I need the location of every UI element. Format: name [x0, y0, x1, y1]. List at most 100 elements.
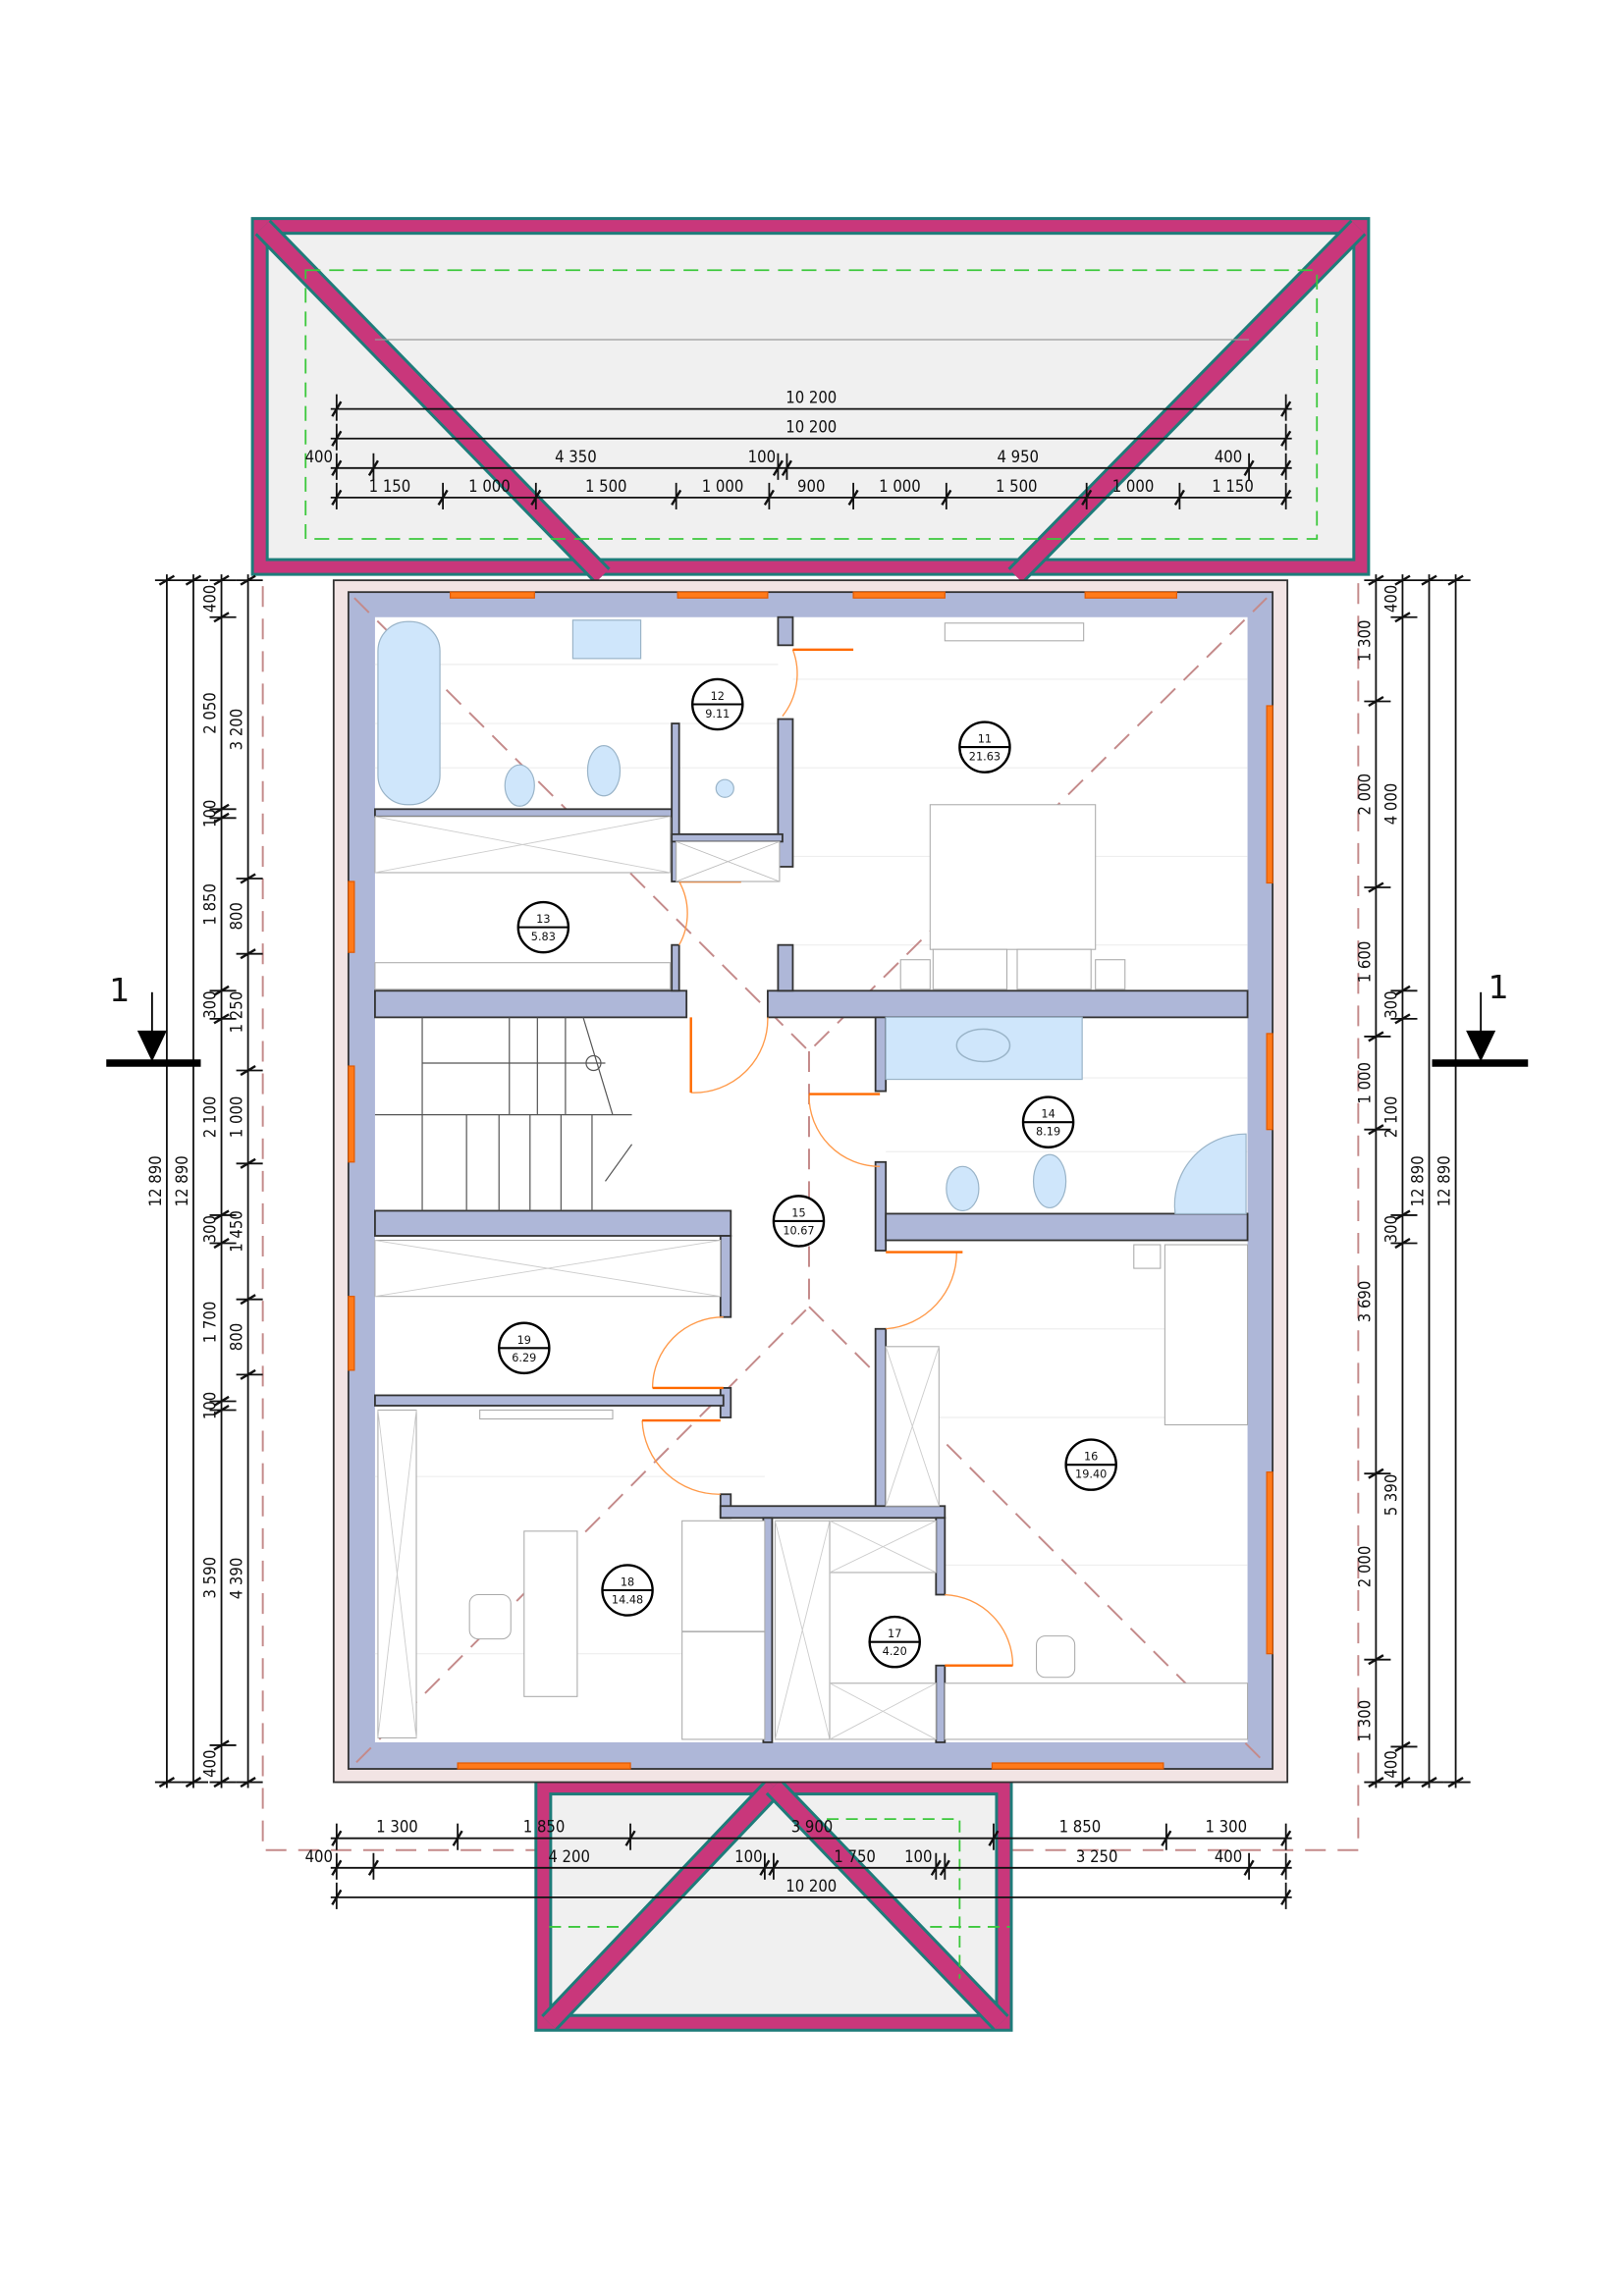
dimension-label: 100 [748, 448, 776, 466]
dimension-label: 3 200 [228, 709, 246, 751]
shower-drain [715, 778, 734, 798]
room-number: 19 [517, 1334, 531, 1347]
dimension-label: 400 [305, 1847, 333, 1866]
dimension-label: 400 [1381, 1750, 1400, 1778]
single-bed [1164, 1244, 1249, 1426]
dimension-label: 1 300 [1205, 1818, 1247, 1837]
dimension-label: 1 450 [228, 1210, 246, 1253]
dimension-label: 400 [201, 585, 220, 613]
roof-overhang-outline [261, 507, 1360, 1851]
room-number: 15 [791, 1206, 805, 1219]
dimension-label: 1 850 [201, 883, 220, 926]
room-tag: 11 21.63 [958, 721, 1011, 774]
dimension-label: 1 000 [1112, 477, 1155, 496]
section-label-left: 1 [109, 971, 130, 1009]
bathtub [377, 620, 441, 806]
dimension-label: 1 300 [1355, 1700, 1374, 1742]
room-area: 8.19 [1036, 1126, 1060, 1139]
dimension-label: 300 [201, 1215, 220, 1243]
dimension-label: 800 [228, 902, 246, 930]
windows [348, 591, 1273, 1770]
room-area: 10.67 [783, 1224, 814, 1237]
shower-cabin [1173, 1133, 1247, 1215]
dimension-label: 3 900 [791, 1818, 834, 1837]
room-number: 16 [1084, 1451, 1098, 1464]
room-number: 11 [978, 733, 992, 746]
dimension-label: 3 590 [201, 1557, 220, 1599]
dimension-label: 4 200 [548, 1847, 590, 1866]
room-tag: 129.11 [691, 677, 744, 731]
dimension-label: 5 390 [1381, 1474, 1400, 1517]
dimension-label: 1 300 [1355, 620, 1374, 663]
dimension-label: 1 000 [879, 477, 921, 496]
roof-bottom [534, 1778, 1013, 2032]
room-number: 12 [711, 690, 725, 703]
section-marker-right: 1 [1432, 968, 1529, 1067]
bidet [946, 1165, 980, 1212]
dimension-label: 10 200 [785, 389, 837, 407]
dimension-label: 400 [1215, 1847, 1242, 1866]
dimension-label: 12 890 [1435, 1155, 1454, 1206]
room-area: 21.63 [969, 751, 1001, 764]
interior-walls [374, 615, 1249, 1743]
dimension-label: 2 100 [1381, 1096, 1400, 1139]
room-tag: 174.20 [868, 1615, 921, 1669]
section-marker-left: 1 [106, 971, 201, 1067]
dimension-label: 900 [797, 477, 825, 496]
room-area: 5.83 [531, 931, 556, 943]
dimension-label: 4 350 [555, 448, 597, 466]
dimension-label: 1 000 [468, 477, 511, 496]
dimension-label: 1 150 [369, 477, 411, 496]
room-tags: 1121.63129.11135.83148.191510.671619.401… [498, 677, 1117, 1669]
roof-top [250, 217, 1371, 584]
dimension-label: 4 390 [228, 1558, 246, 1600]
office-chair [468, 1593, 512, 1640]
dimension-label: 4 000 [1381, 783, 1400, 826]
dimension-label: 1 850 [523, 1818, 566, 1837]
dimension-label: 12 890 [146, 1155, 165, 1206]
dimension-label: 2 000 [1355, 1546, 1374, 1588]
dimension-label: 300 [1381, 1215, 1400, 1243]
dimension-label: 10 200 [785, 418, 837, 437]
bathroom-sink [571, 619, 642, 660]
dimension-label: 100 [904, 1847, 932, 1866]
dimension-label: 1 500 [996, 477, 1038, 496]
dimension-label: 12 890 [173, 1155, 191, 1206]
room-area: 19.40 [1075, 1468, 1107, 1481]
office-chair [1036, 1635, 1076, 1679]
dimension-label: 1 500 [585, 477, 627, 496]
dimension-label: 1 000 [702, 477, 744, 496]
toilet [586, 745, 622, 797]
room-tag: 148.19 [1021, 1095, 1075, 1148]
room-tag: 15 10.67 [772, 1195, 826, 1248]
dimension-label: 2 000 [1355, 774, 1374, 816]
room-number: 17 [888, 1628, 901, 1640]
room-number: 18 [621, 1575, 634, 1588]
dimension-label: 400 [305, 448, 333, 466]
dimension-label: 1 300 [376, 1818, 418, 1837]
dimension-label: 1 150 [1212, 477, 1254, 496]
dimension-label: 3 250 [1076, 1847, 1118, 1866]
dimension-label: 1 700 [201, 1302, 220, 1344]
dimension-label: 12 890 [1409, 1155, 1428, 1206]
bidet [504, 764, 535, 807]
dimension-label: 100 [201, 1392, 220, 1419]
room-tag: 196.29 [498, 1321, 551, 1375]
room-number: 13 [536, 913, 550, 926]
dimension-label: 1 000 [1355, 1062, 1374, 1104]
toilet [1032, 1153, 1067, 1209]
staircase [374, 1017, 633, 1211]
room-tag: 16 19.40 [1064, 1438, 1117, 1491]
room-area: 4.20 [883, 1645, 907, 1658]
doors [641, 648, 1014, 1667]
dimension-label: 300 [1381, 990, 1400, 1018]
room-area: 6.29 [512, 1352, 536, 1364]
dimension-label: 1 000 [228, 1096, 246, 1139]
desk [523, 1530, 578, 1697]
room-area: 14.48 [612, 1594, 643, 1607]
room-tag: 18 14.48 [601, 1564, 654, 1617]
dimension-label: 300 [201, 990, 220, 1018]
vanity-sink [885, 1016, 1083, 1081]
